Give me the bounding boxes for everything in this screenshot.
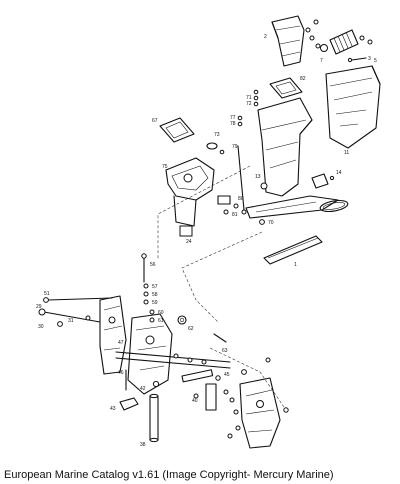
callout-29: 29 (36, 304, 42, 310)
stud-56 (141, 253, 147, 283)
pin-63 (213, 333, 227, 343)
callout-78: 79 (232, 144, 238, 150)
bracket-pieces (217, 195, 239, 215)
rod-78 (237, 145, 247, 215)
exhaust-tube (271, 15, 305, 67)
fastener-column (143, 283, 155, 323)
callout-13: 13 (255, 174, 261, 180)
bolt-64 (259, 219, 265, 225)
callout-72: 73 (214, 132, 220, 138)
callout-2: 2 (264, 34, 267, 40)
callout-80: 81 (232, 212, 238, 218)
adaptor-plate (159, 117, 195, 143)
callout-61: 61 (158, 318, 164, 324)
callout-77: 78 (230, 121, 236, 127)
callout-47: 47 (118, 340, 124, 346)
grommet-62 (177, 315, 187, 325)
upper-mount-bracket (165, 157, 215, 237)
callout-40: 38 (140, 442, 146, 448)
callout-67: 67 (152, 118, 158, 124)
callout-57: 57 (152, 284, 158, 290)
tube-fasteners (305, 19, 321, 49)
right-clamp-bracket (235, 369, 289, 449)
callout-7: 11 (344, 150, 349, 156)
clip-43 (119, 397, 139, 411)
callout-1: 1 (294, 262, 297, 268)
callout-79: 80 (238, 196, 244, 202)
bolt-3 (347, 57, 367, 63)
callout-82: 82 (300, 76, 306, 82)
trim-cylinder (181, 369, 221, 411)
callout-58: 58 (152, 292, 158, 298)
callout-60: 60 (158, 310, 164, 316)
misc-small-parts (173, 353, 271, 439)
guide-line-right (181, 231, 263, 323)
fastener-stack (237, 89, 259, 127)
seal-ring (319, 199, 349, 213)
left-clamp-bracket (99, 295, 127, 375)
callout-64: 70 (268, 220, 274, 226)
trim-strip (263, 235, 323, 265)
callout-62: 62 (188, 326, 194, 332)
callout-14: 14 (336, 170, 342, 176)
callout-43: 43 (110, 406, 116, 412)
callout-30: 30 (38, 324, 44, 330)
tilt-tube (149, 380, 160, 443)
callout-11: 7 (320, 58, 323, 64)
callout-75: 77 (230, 115, 236, 121)
callout-3: 3 (368, 56, 371, 62)
callout-31: 31 (68, 318, 74, 324)
grommet-72 (206, 142, 225, 155)
callout-38: 40 (192, 398, 198, 404)
callout-5: 5 (374, 58, 377, 64)
exploded-parts-diagram: 2 7 3 5 11 82 71 72 (36, 15, 381, 449)
callout-45: 45 (224, 372, 230, 378)
callout-71: 72 (246, 101, 252, 107)
exhaust-cover (325, 65, 381, 149)
tilt-bolt-assembly (38, 297, 113, 327)
gasket-plate (269, 77, 303, 99)
callout-73: 75 (162, 164, 168, 170)
callout-70: 71 (246, 95, 252, 101)
bellows-grommet (320, 29, 373, 55)
catalog-caption: European Marine Catalog v1.61 (Image Cop… (4, 469, 334, 481)
callout-46: 46 (118, 370, 124, 376)
callout-63: 63 (222, 348, 228, 354)
callout-51: 51 (44, 291, 50, 297)
swivel-bracket (115, 313, 231, 395)
callout-56: 56 (150, 262, 156, 268)
callout-59: 59 (152, 300, 158, 306)
callout-42: 42 (140, 386, 146, 392)
driveshaft-housing (245, 97, 339, 219)
guide-line-lower (209, 347, 287, 411)
callout-24: 24 (186, 239, 192, 245)
rubber-mount-14 (311, 173, 335, 189)
